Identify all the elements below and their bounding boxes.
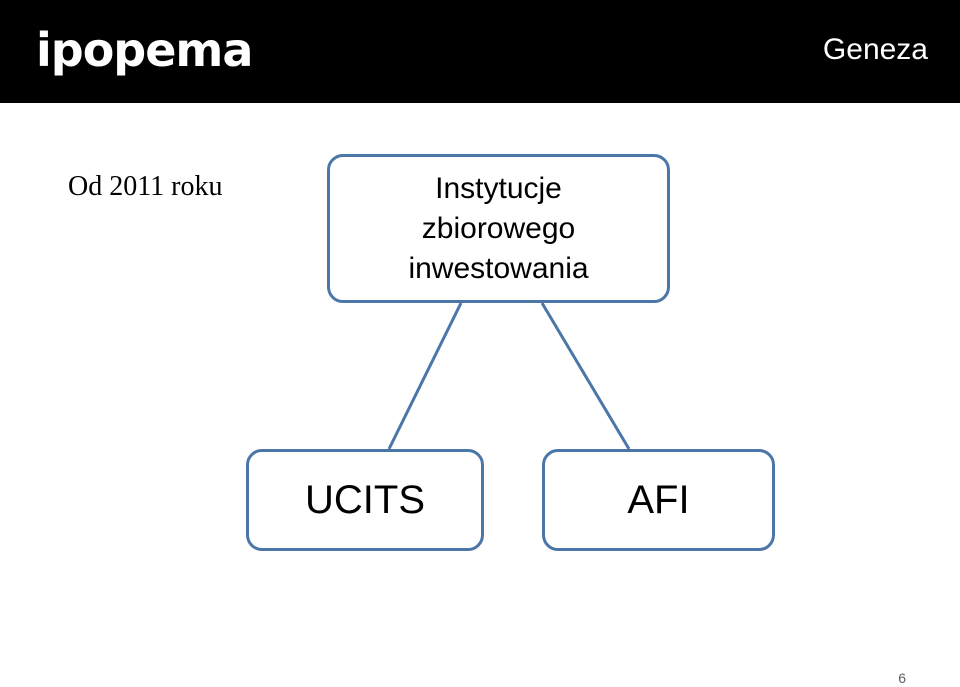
child-box-afi: AFI — [542, 449, 775, 551]
root-box-line: Instytucje — [435, 171, 562, 205]
root-box-line: inwestowania — [408, 251, 589, 285]
root-box-collective-investment: Instytucje zbiorowego inwestowania — [327, 154, 670, 303]
connector-to-ucits — [387, 302, 463, 450]
since-label: Od 2011 roku — [68, 171, 223, 202]
ipopema-logo: ipopema — [36, 23, 253, 77]
child-box-label: AFI — [627, 477, 690, 522]
section-title: Geneza — [822, 33, 928, 66]
child-box-ucits: UCITS — [246, 449, 484, 551]
header-bar: ipopema Geneza — [0, 0, 960, 103]
connector-to-afi — [540, 302, 631, 450]
page-number: 6 — [898, 670, 906, 686]
child-box-label: UCITS — [305, 477, 425, 522]
root-box-line: zbiorowego — [421, 211, 576, 245]
